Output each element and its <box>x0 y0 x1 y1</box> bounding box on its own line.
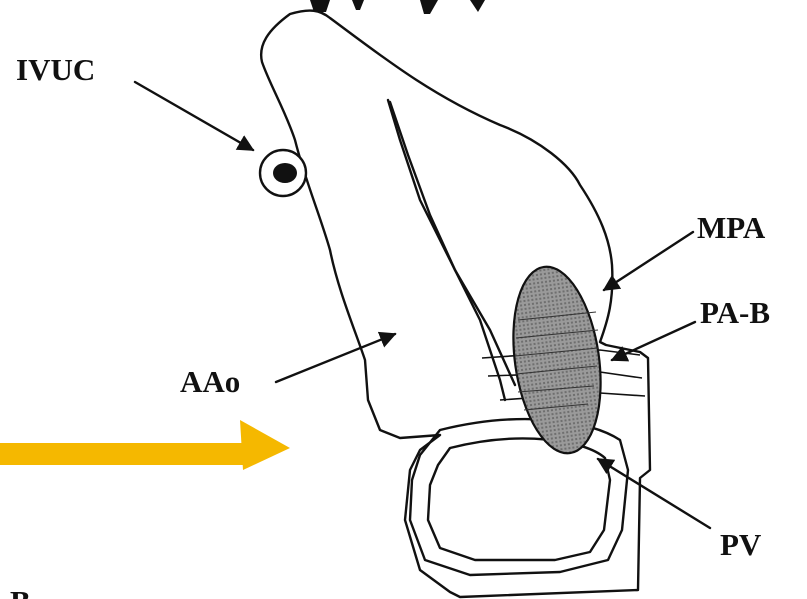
pv-arrow <box>598 459 710 528</box>
label-mpa: MPA <box>697 210 766 245</box>
highlight-arrow <box>0 420 290 470</box>
heart-outline <box>261 11 650 597</box>
heading-fragment <box>310 0 485 14</box>
inner-loop <box>428 439 610 560</box>
aorta-lumen-inner <box>390 102 515 385</box>
mpa-arrow <box>604 232 693 290</box>
label-pv: PV <box>720 527 762 562</box>
label-panel: B <box>10 584 31 599</box>
pab-arrow <box>612 322 695 360</box>
label-aao: AAo <box>180 364 240 399</box>
outer-loop <box>410 419 628 575</box>
ivuc-core <box>273 163 297 183</box>
ivuc-arrow <box>135 82 253 150</box>
label-ivuc: IVUC <box>16 52 95 87</box>
label-pab: PA-B <box>700 295 770 330</box>
aao-arrow <box>276 334 395 382</box>
